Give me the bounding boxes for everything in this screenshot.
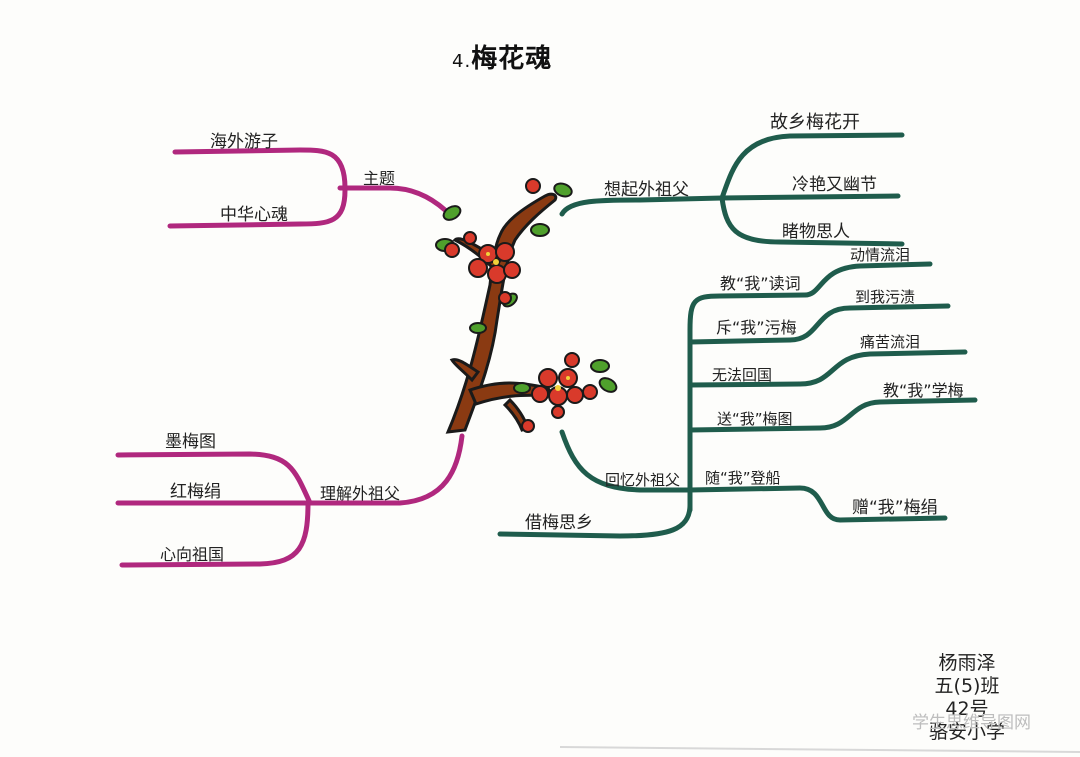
think-branch	[559, 132, 905, 247]
node-theme-1: 海外游子	[210, 132, 278, 152]
node-recall-4a: 教“我”学梅	[883, 381, 964, 400]
node-recall-1: 教“我”读词	[720, 274, 801, 293]
node-think-3: 睹物思人	[782, 222, 850, 242]
node-recall-2: 斥“我”污梅	[716, 318, 797, 337]
node-think-2: 冷艳又幽节	[792, 175, 877, 195]
node-understand-3: 心向祖国	[160, 545, 224, 564]
node-think-1: 故乡梅花开	[770, 112, 860, 133]
watermark: 学生思维导图网	[912, 713, 1031, 733]
node-understand: 理解外祖父	[320, 484, 400, 503]
node-recall-2a: 到我污渍	[855, 288, 915, 306]
plum-branch-illustration	[435, 178, 618, 434]
node-borrow: 借梅思乡	[525, 513, 593, 533]
title-text: 梅花魂	[471, 44, 553, 74]
node-recall: 回忆外祖父	[605, 471, 680, 489]
page-title: 4.梅花魂	[452, 38, 552, 75]
node-recall-4: 送“我”梅图	[717, 410, 793, 428]
recall-branch	[497, 261, 978, 539]
node-understand-2: 红梅绢	[170, 482, 221, 502]
node-think: 想起外祖父	[604, 180, 689, 200]
signature-school: 骆安小学	[928, 721, 1005, 743]
node-understand-1: 墨梅图	[165, 432, 216, 452]
theme-branch	[167, 147, 448, 229]
signature-number: 42号	[945, 698, 989, 720]
node-recall-5: 随“我”登船	[705, 469, 781, 487]
signature-block: 杨雨泽 五(5)班 42号 骆安小学	[912, 652, 1022, 744]
node-recall-3a: 痛苦流泪	[860, 333, 920, 351]
signature-name: 杨雨泽	[938, 652, 996, 674]
node-recall-3: 无法回国	[712, 366, 772, 384]
node-recall-5a: 赠“我”梅绢	[852, 498, 938, 518]
title-number: 4.	[452, 51, 472, 72]
understand-branch	[115, 433, 465, 568]
node-theme-2: 中华心魂	[220, 205, 288, 225]
node-theme: 主题	[363, 169, 395, 188]
signature-class: 五(5)班	[934, 675, 1000, 697]
node-recall-1a: 动情流泪	[850, 246, 910, 264]
